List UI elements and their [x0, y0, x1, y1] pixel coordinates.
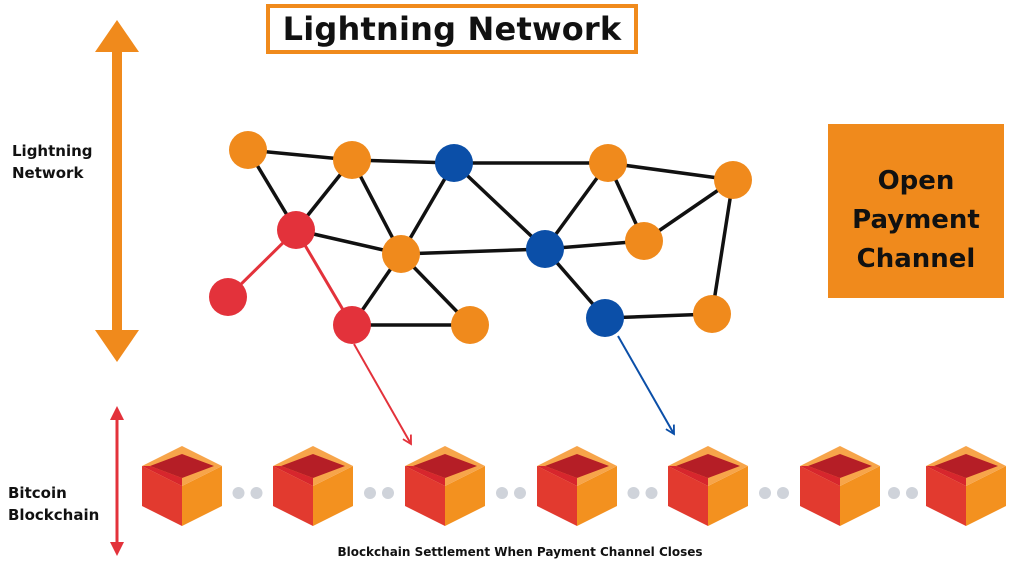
network-node-orange — [589, 144, 627, 182]
blockchain-blocks — [142, 446, 1006, 526]
arrow-shaft — [112, 48, 122, 336]
network-edge — [400, 247, 546, 256]
network-edge — [607, 161, 734, 182]
arrow-head-down — [110, 542, 124, 556]
network-node-red — [333, 306, 371, 344]
network-node-orange — [333, 141, 371, 179]
block-icon — [668, 446, 748, 526]
chain-link-dot — [364, 487, 376, 499]
block-face-rim — [273, 466, 313, 486]
chain-link-dot — [496, 487, 508, 499]
network-node-orange — [625, 222, 663, 260]
bitcoin-blockchain-label: Bitcoin Blockchain — [8, 482, 108, 526]
label-line: Bitcoin — [8, 484, 67, 502]
chain-link-dot — [382, 487, 394, 499]
channel-text-line: Payment — [852, 205, 980, 235]
chain-link-dot — [906, 487, 918, 499]
chain-link-dot — [232, 487, 245, 499]
chain-link-dot — [514, 487, 526, 499]
network-node-orange — [693, 295, 731, 333]
chain-link-dot — [777, 487, 789, 499]
settlement-arrows — [353, 335, 674, 444]
chain-link-dot — [645, 487, 658, 499]
network-node-blue — [586, 299, 624, 337]
arrow-head-up — [110, 406, 124, 420]
settlement-arrow-blue — [617, 335, 674, 434]
network-node-orange — [382, 235, 420, 273]
block-icon — [273, 446, 353, 526]
chain-link-dot — [250, 487, 263, 499]
lightning-layer-arrow — [95, 20, 139, 362]
network-node-blue — [526, 230, 564, 268]
network-node-red — [209, 278, 247, 316]
block-face-rim — [668, 466, 708, 486]
label-line: Network — [12, 164, 84, 182]
network-edge — [452, 161, 547, 251]
channel-text-line: Open — [877, 166, 955, 196]
network-node-orange — [229, 131, 267, 169]
chain-link-dot — [759, 487, 771, 499]
chain-link-dot — [888, 487, 900, 499]
block-icon — [405, 446, 485, 526]
arrow-head-down — [95, 330, 139, 362]
network-node-orange — [451, 306, 489, 344]
block-icon — [926, 446, 1006, 526]
network-node-red — [277, 211, 315, 249]
open-payment-channel-box: Open Payment Channel — [828, 124, 1004, 298]
arrow-head-up — [95, 20, 139, 52]
block-face-rim — [537, 466, 577, 486]
settlement-caption: Blockchain Settlement When Payment Chann… — [337, 545, 703, 559]
block-icon — [800, 446, 880, 526]
block-face-rim — [405, 466, 445, 486]
block-face-rim — [142, 466, 182, 486]
channel-text-line: Channel — [856, 244, 976, 274]
channel-text: Open Payment Channel — [828, 162, 1004, 279]
block-face-rim — [926, 466, 966, 486]
chain-link-dot — [627, 487, 640, 499]
blockchain-layer-arrow — [110, 406, 124, 556]
label-line: Blockchain — [8, 506, 100, 524]
settlement-arrow-red — [353, 343, 411, 444]
block-icon — [537, 446, 617, 526]
lightning-network-label: Lightning Network — [12, 140, 112, 184]
diagram-title: Lightning Network — [266, 4, 638, 54]
network-node-blue — [435, 144, 473, 182]
network-node-orange — [714, 161, 752, 199]
block-icon — [142, 446, 222, 526]
network-edge — [710, 179, 735, 315]
network-nodes — [209, 131, 752, 344]
label-line: Lightning — [12, 142, 93, 160]
block-face-rim — [800, 466, 840, 486]
title-text: Lightning Network — [282, 10, 622, 48]
